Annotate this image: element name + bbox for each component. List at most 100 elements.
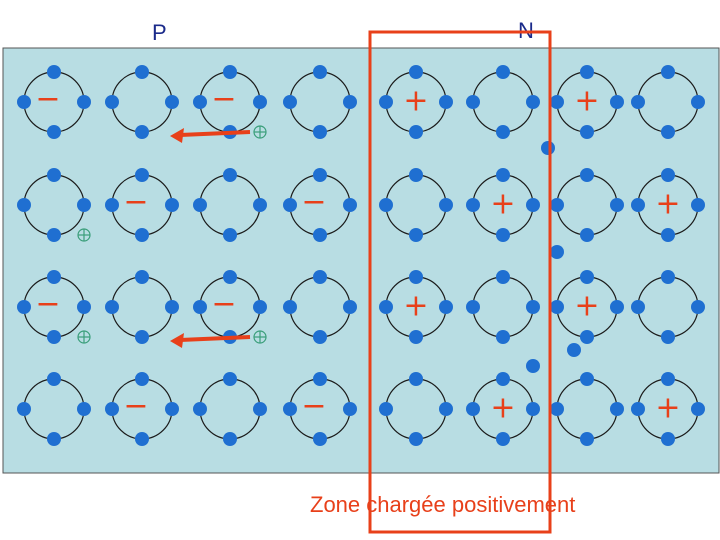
electron-dot-icon: [496, 228, 510, 242]
electron-dot-icon: [409, 65, 423, 79]
electron-dot-icon: [550, 198, 564, 212]
positive-charge-sign: +: [655, 187, 680, 222]
electron-dot-icon: [313, 228, 327, 242]
electron-dot-icon: [135, 330, 149, 344]
electron-dot-icon: [580, 228, 594, 242]
electron-dot-icon: [631, 198, 645, 212]
electron-dot-icon: [343, 95, 357, 109]
electron-dot-icon: [17, 402, 31, 416]
electron-dot-icon: [313, 432, 327, 446]
electron-dot-icon: [313, 168, 327, 182]
electron-dot-icon: [47, 228, 61, 242]
electron-dot-icon: [343, 198, 357, 212]
electron-dot-icon: [661, 330, 675, 344]
electron-dot-icon: [165, 198, 179, 212]
electron-dot-icon: [409, 168, 423, 182]
electron-dot-icon: [409, 125, 423, 139]
electron-dot-icon: [105, 198, 119, 212]
electron-dot-icon: [165, 300, 179, 314]
electron-dot-icon: [47, 65, 61, 79]
electron-dot-icon: [580, 270, 594, 284]
electron-dot-icon: [379, 198, 393, 212]
electron-dot-icon: [47, 270, 61, 284]
electron-dot-icon: [661, 372, 675, 386]
electron-dot-icon: [610, 95, 624, 109]
electron-dot-icon: [496, 372, 510, 386]
electron-dot-icon: [77, 95, 91, 109]
hole-icon: [78, 229, 90, 241]
electron-dot-icon: [17, 300, 31, 314]
free-electron-icon: [541, 141, 555, 155]
positive-charge-sign: +: [403, 84, 428, 119]
electron-dot-icon: [610, 300, 624, 314]
electron-dot-icon: [661, 65, 675, 79]
electron-dot-icon: [193, 198, 207, 212]
electron-dot-icon: [631, 402, 645, 416]
electron-dot-icon: [379, 402, 393, 416]
electron-dot-icon: [439, 198, 453, 212]
electron-dot-icon: [496, 270, 510, 284]
free-electron-icon: [526, 359, 540, 373]
electron-dot-icon: [105, 300, 119, 314]
electron-dot-icon: [135, 270, 149, 284]
electron-dot-icon: [409, 228, 423, 242]
positive-charge-sign: +: [655, 391, 680, 426]
electron-dot-icon: [439, 402, 453, 416]
electron-dot-icon: [47, 330, 61, 344]
hole-icon: [254, 126, 266, 138]
electron-dot-icon: [47, 125, 61, 139]
electron-dot-icon: [223, 432, 237, 446]
electron-dot-icon: [193, 300, 207, 314]
electron-dot-icon: [105, 402, 119, 416]
positive-charge-sign: +: [403, 289, 428, 324]
electron-dot-icon: [193, 402, 207, 416]
positive-charge-sign: +: [490, 391, 515, 426]
electron-dot-icon: [223, 372, 237, 386]
negative-charge-sign: −: [123, 389, 148, 424]
electron-dot-icon: [661, 125, 675, 139]
negative-charge-sign: −: [301, 389, 326, 424]
electron-dot-icon: [379, 95, 393, 109]
electron-dot-icon: [283, 300, 297, 314]
electron-dot-icon: [526, 95, 540, 109]
free-electron-icon: [550, 245, 564, 259]
electron-dot-icon: [105, 95, 119, 109]
negative-charge-sign: −: [35, 287, 60, 322]
negative-charge-sign: −: [301, 185, 326, 220]
electron-dot-icon: [135, 432, 149, 446]
electron-dot-icon: [313, 270, 327, 284]
electron-dot-icon: [691, 300, 705, 314]
electron-dot-icon: [550, 300, 564, 314]
electron-dot-icon: [409, 432, 423, 446]
electron-dot-icon: [631, 300, 645, 314]
electron-dot-icon: [253, 198, 267, 212]
electron-dot-icon: [165, 402, 179, 416]
negative-charge-sign: −: [211, 82, 236, 117]
electron-dot-icon: [77, 198, 91, 212]
positive-charge-sign: +: [574, 289, 599, 324]
electron-dot-icon: [466, 95, 480, 109]
electron-dot-icon: [580, 65, 594, 79]
electron-dot-icon: [223, 270, 237, 284]
negative-charge-sign: −: [123, 185, 148, 220]
electron-dot-icon: [135, 125, 149, 139]
electron-dot-icon: [580, 372, 594, 386]
electron-dot-icon: [580, 125, 594, 139]
electron-dot-icon: [223, 168, 237, 182]
hole-icon: [78, 331, 90, 343]
electron-dot-icon: [409, 330, 423, 344]
electron-dot-icon: [580, 168, 594, 182]
electron-dot-icon: [379, 300, 393, 314]
electron-dot-icon: [580, 432, 594, 446]
electron-dot-icon: [409, 372, 423, 386]
electron-dot-icon: [313, 65, 327, 79]
electron-dot-icon: [409, 270, 423, 284]
electron-dot-icon: [77, 402, 91, 416]
negative-charge-sign: −: [35, 82, 60, 117]
zone-caption: Zone chargée positivement: [310, 492, 575, 518]
electron-dot-icon: [610, 402, 624, 416]
positive-charge-sign: +: [574, 84, 599, 119]
electron-dot-icon: [496, 65, 510, 79]
electron-dot-icon: [496, 432, 510, 446]
